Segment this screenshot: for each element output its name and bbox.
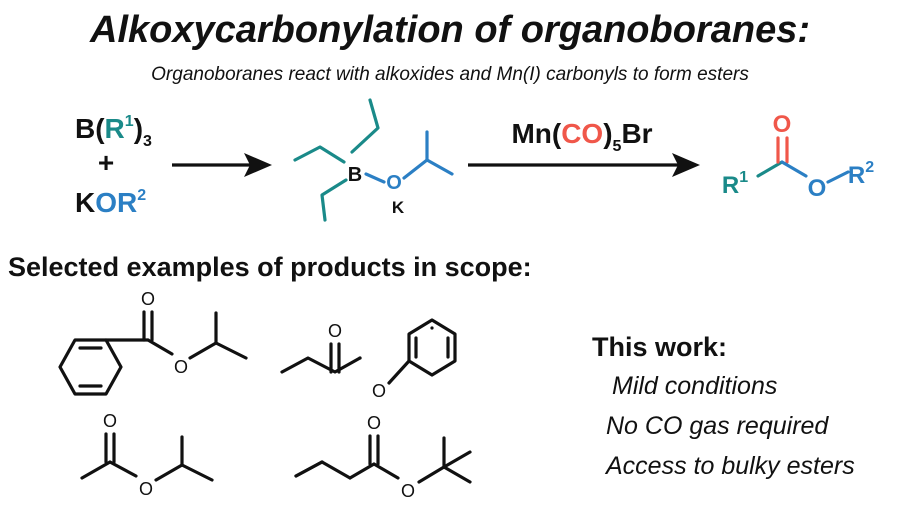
intermediate-boron: B <box>348 164 362 186</box>
example-phenyl-propanoate: O O <box>280 318 457 401</box>
alkoxide-or: OR <box>95 187 137 218</box>
scope-o: O <box>174 357 188 377</box>
scope-o: O <box>328 321 342 341</box>
mn-reagent: Mn(CO)5Br <box>511 118 652 155</box>
product-ester-o: O <box>808 175 827 202</box>
alkoxide-sup: 2 <box>137 187 146 204</box>
scope-o: O <box>103 411 117 431</box>
scheme-subtitle: Organoboranes react with alkoxides and M… <box>151 64 749 85</box>
reagent-sub: 5 <box>613 138 622 155</box>
product-carbonyl-o: O <box>773 111 792 138</box>
plus-sign: + <box>98 147 114 178</box>
product-r2-sup: 2 <box>865 159 874 176</box>
borane-r-sup: 1 <box>125 113 134 130</box>
reactants: B(R1)3 + KOR2 <box>75 113 152 218</box>
this-work-point-3: Access to bulky esters <box>604 452 855 480</box>
boronate-intermediate: B O K <box>293 98 454 222</box>
scope-o: O <box>141 289 155 309</box>
this-work-heading: This work: <box>592 332 727 362</box>
scheme-title: Alkoxycarbonylation of organoboranes: <box>89 9 810 51</box>
scope-o: O <box>372 381 386 401</box>
borane-b: B( <box>75 113 105 144</box>
reaction-arrow-2: Mn(CO)5Br <box>468 118 700 177</box>
reagent-close: ) <box>603 118 612 149</box>
this-work-panel: This work: Mild conditions No CO gas req… <box>592 332 855 480</box>
scope-o: O <box>139 479 153 499</box>
this-work-point-2: No CO gas required <box>606 412 829 440</box>
borane-reactant: B(R1)3 <box>75 113 152 150</box>
reagent-mn: Mn( <box>511 118 561 149</box>
reagent-br: Br <box>621 118 652 149</box>
scope-heading: Selected examples of products in scope: <box>8 252 532 282</box>
intermediate-potassium: K <box>392 198 405 217</box>
example-isopropyl-acetate: O O <box>80 411 214 499</box>
alkoxide-k: K <box>75 187 95 218</box>
scope-o: O <box>401 481 415 501</box>
reaction-arrow-1 <box>172 153 272 177</box>
example-isopropyl-benzoate: O O <box>58 289 248 396</box>
example-tert-butyl-propanoate: O O <box>294 413 472 501</box>
ester-product: R1 O O R2 <box>722 111 874 202</box>
borane-close: ) <box>134 113 143 144</box>
borane-sub: 3 <box>143 133 152 150</box>
product-r1: R1 <box>722 169 748 199</box>
borane-r: R <box>105 113 125 144</box>
intermediate-oxygen: O <box>386 172 402 194</box>
product-r1-sup: 1 <box>739 169 748 186</box>
product-r2: R2 <box>848 159 874 189</box>
alkoxide-reactant: KOR2 <box>75 187 146 218</box>
scope-o: O <box>367 413 381 433</box>
reagent-co: CO <box>561 118 603 149</box>
this-work-point-1: Mild conditions <box>612 372 777 400</box>
